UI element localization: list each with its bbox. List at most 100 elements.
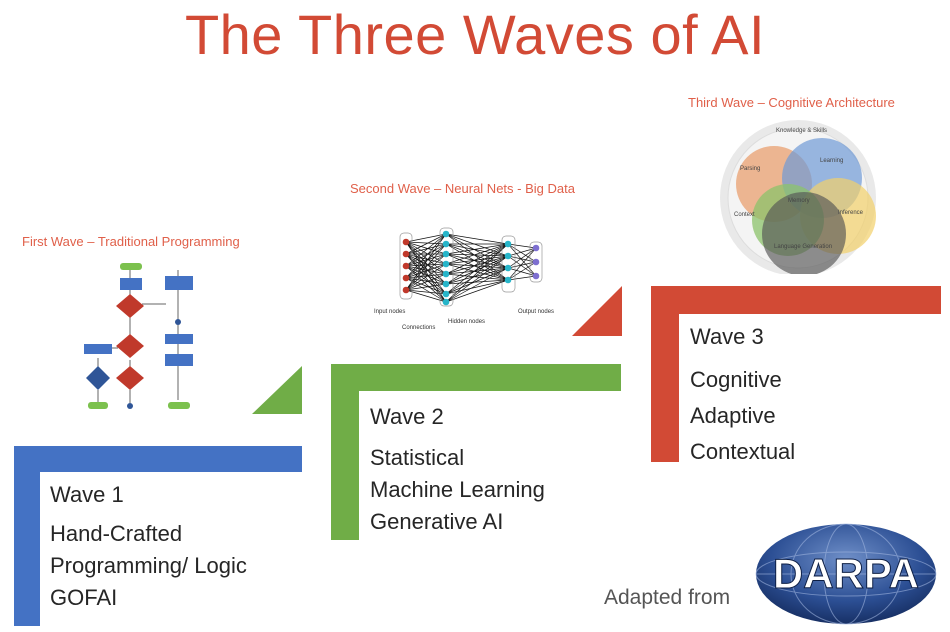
wave-1-bracket-side — [14, 446, 40, 626]
wave-2-step-triangle — [252, 366, 302, 414]
nn-connection — [405, 273, 447, 291]
wave-3-line: Contextual — [690, 439, 796, 464]
connections-label: Connections — [402, 325, 435, 331]
output-nodes-label: Output nodes — [518, 309, 554, 315]
nn-connection — [445, 279, 509, 303]
nn-connection — [507, 275, 537, 281]
venn-circle-generation — [762, 192, 846, 274]
nn-connection — [405, 263, 447, 279]
wave-3-bracket-top — [651, 286, 941, 314]
venn-label-knowledge: Knowledge & Skills — [776, 128, 827, 134]
nn-node — [532, 244, 540, 252]
wave-3-step-triangle — [572, 286, 622, 336]
cognitive-venn-illustration: Knowledge & Skills Parsing Learning Memo… — [720, 120, 876, 274]
wave-1-text-block: Wave 1 Hand-Crafted Programming/ Logic G… — [50, 482, 247, 614]
nn-connection — [507, 243, 537, 249]
nn-connection — [405, 243, 447, 255]
nn-node — [402, 274, 410, 282]
nn-connection — [405, 265, 447, 275]
nn-connection — [405, 289, 447, 303]
nn-connection — [507, 243, 537, 277]
nn-connection — [507, 261, 537, 281]
darpa-logo-text: DARPA — [773, 550, 919, 597]
nn-node — [402, 262, 410, 270]
nn-connection — [405, 243, 447, 267]
wave-2-line: Machine Learning — [370, 477, 545, 502]
nn-connection — [445, 243, 509, 265]
nn-connection — [445, 279, 509, 285]
nn-node — [442, 250, 450, 258]
nn-connection — [405, 273, 447, 279]
venn-label-learning: Learning — [820, 158, 843, 164]
nn-connection — [445, 263, 509, 281]
wave-1-line: Programming/ Logic — [50, 553, 247, 578]
nn-connection — [507, 267, 537, 277]
wave-3-bracket-side — [651, 286, 679, 462]
nn-node — [402, 286, 410, 294]
nn-connection — [507, 255, 537, 277]
credit-text: Adapted from — [604, 586, 731, 609]
wave-2-line: Generative AI — [370, 509, 504, 534]
nn-connection — [405, 253, 447, 291]
input-nodes-label: Input nodes — [374, 309, 405, 315]
nn-connection — [405, 243, 447, 291]
wave-3-text-block: Wave 3 Cognitive Adaptive Contextual — [690, 324, 795, 470]
nn-connection — [445, 243, 509, 275]
nn-node — [442, 270, 450, 278]
wave-1-line: GOFAI — [50, 585, 118, 610]
wave-1-label: Wave 1 — [50, 482, 124, 507]
nn-connection — [445, 243, 509, 303]
nn-connection — [405, 243, 447, 279]
venn-label-inference: Inference — [838, 210, 864, 216]
nn-connection — [507, 247, 537, 281]
hidden-nodes-label: Hidden nodes — [448, 319, 485, 325]
wave-1-line: Hand-Crafted — [50, 521, 183, 546]
nn-connection — [445, 243, 509, 285]
nn-connection — [445, 243, 509, 295]
nn-node — [442, 290, 450, 298]
nn-connection — [507, 243, 537, 263]
nn-connection — [445, 255, 509, 275]
nn-connection — [507, 247, 537, 269]
nn-node — [442, 260, 450, 268]
wave-3-line: Cognitive — [690, 367, 782, 392]
neural-net-illustration: Input nodes Connections Hidden nodes Out… — [374, 227, 554, 331]
nn-connection — [405, 233, 447, 255]
venn-label-memory: Memory — [788, 198, 810, 204]
page-title: The Three Waves of AI — [184, 3, 766, 66]
nn-connection — [445, 267, 509, 295]
nn-node — [504, 252, 512, 260]
nn-connection — [445, 263, 509, 269]
nn-connection — [405, 253, 447, 267]
wave-2-label: Wave 2 — [370, 404, 444, 429]
nn-connection — [507, 247, 537, 257]
nn-node — [504, 276, 512, 284]
nn-connection — [445, 273, 509, 281]
nn-connection — [507, 255, 537, 263]
nn-connection — [445, 255, 509, 295]
nn-connection — [405, 263, 447, 291]
wave-2-line: Statistical — [370, 445, 465, 470]
nn-connection — [445, 233, 509, 245]
nn-connection — [405, 253, 447, 265]
flowchart-start — [120, 263, 142, 270]
nn-connection — [445, 267, 509, 285]
nn-node — [442, 230, 450, 238]
wave-2-text-block: Wave 2 Statistical Machine Learning Gene… — [370, 404, 545, 538]
nn-connection — [405, 253, 447, 285]
nn-node — [402, 250, 410, 258]
wave-3-line: Adaptive — [690, 403, 776, 428]
wave-2-bracket-top — [331, 364, 621, 391]
nn-connection — [405, 263, 447, 267]
nn-connection — [507, 261, 537, 269]
nn-node — [504, 264, 512, 272]
nn-connection — [405, 233, 447, 267]
nn-connection — [405, 289, 447, 295]
nn-connection — [445, 243, 509, 255]
nn-connection — [445, 279, 509, 295]
venn-label-language-generation: Language Generation — [774, 244, 832, 250]
nn-connection — [405, 233, 447, 291]
wave-3-caption: Third Wave – Cognitive Architecture — [688, 95, 895, 110]
nn-connection — [445, 267, 509, 303]
flowchart-illustration — [84, 263, 193, 409]
